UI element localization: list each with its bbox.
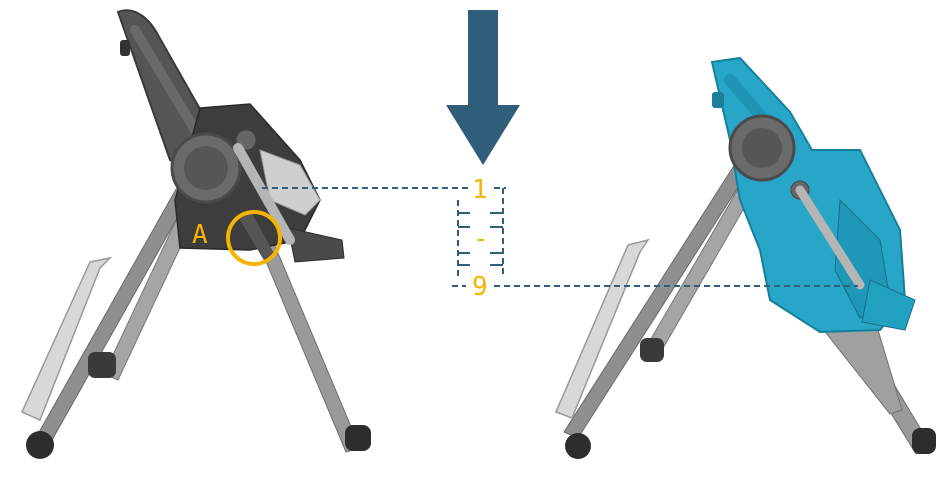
left-front-wheel [26, 431, 54, 459]
left-mid-foot [88, 352, 116, 378]
left-hub-inner [184, 146, 228, 190]
right-hub-inner [742, 128, 782, 168]
height-position-bottom: 9 [472, 274, 488, 300]
right-mid-foot [640, 338, 664, 362]
right-front-leg [564, 150, 758, 438]
down-arrow-icon [446, 10, 520, 165]
height-position-top: 1 [472, 177, 488, 203]
part-label-a: A [192, 222, 208, 248]
right-front-wheel [565, 433, 591, 459]
right-highchair [556, 58, 936, 459]
right-backrest-clip [712, 92, 724, 108]
left-footrest [288, 228, 344, 262]
left-backrest-clip [120, 40, 130, 56]
left-rear-wheel [345, 425, 371, 451]
height-position-separator: - [473, 226, 489, 252]
right-rear-wheel [912, 428, 936, 454]
